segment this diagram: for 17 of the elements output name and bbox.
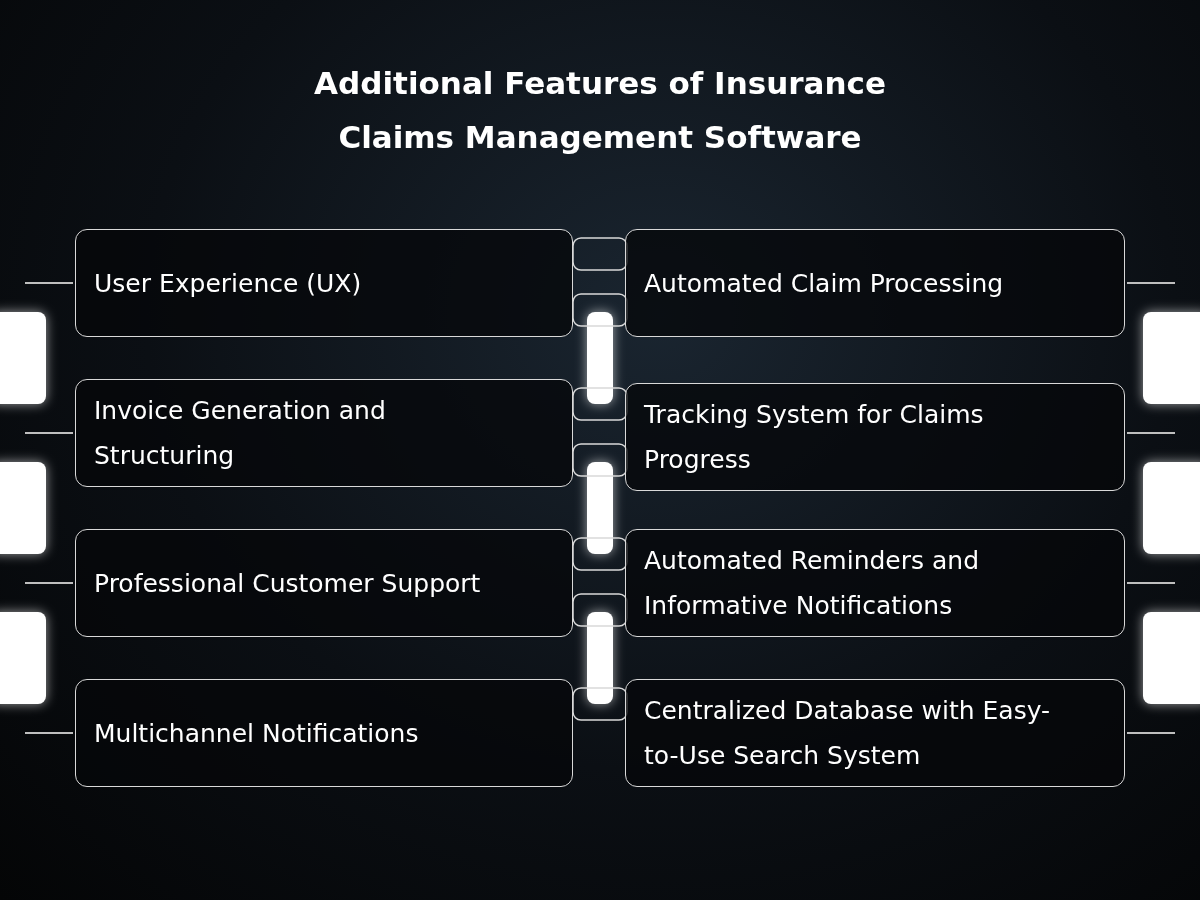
feature-text: Automated Claim Processing: [644, 267, 1004, 300]
feature-text: Centralized Database with Easy-to-Use Search System: [644, 695, 1052, 772]
feature-card: [625, 529, 1125, 637]
feature-card: [75, 379, 573, 487]
feature-card: [625, 383, 1125, 491]
feature-text: Automated Reminders and Informative Notifications: [644, 545, 981, 622]
feature-text: Tracking System for Claims Progress: [644, 399, 985, 476]
feature-card: [75, 529, 573, 637]
feature-card: [75, 229, 573, 337]
feature-text: User Experience (UX): [94, 267, 362, 300]
feature-card: [75, 679, 573, 787]
feature-text: Professional Customer Support: [94, 567, 481, 600]
feature-text: Invoice Generation and Structuring: [94, 395, 387, 472]
title: Additional Features of Insurance Claims Management Software: [313, 64, 887, 157]
feature-text: Multichannel Notifications: [94, 717, 419, 750]
feature-card: [625, 229, 1125, 337]
feature-card: [625, 679, 1125, 787]
